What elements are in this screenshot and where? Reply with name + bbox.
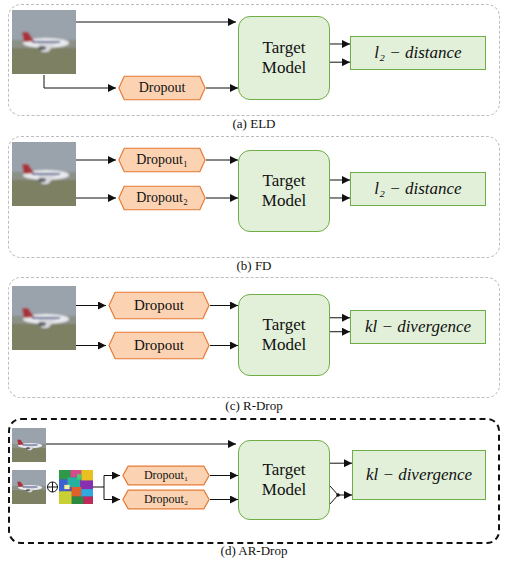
panel-frame: (d) AR-DropDropout₁Dropout₂Target Modelk…	[8, 418, 500, 544]
dropout-label: Dropout	[134, 337, 184, 354]
loss-box: l₂ − distance	[350, 36, 486, 70]
connector	[210, 305, 238, 306]
dropout-hexagon: Dropout₂	[122, 490, 210, 509]
loss-box: kl − divergence	[350, 310, 486, 344]
panel-caption: (d) AR-Drop	[10, 543, 498, 558]
input-arrow	[44, 75, 116, 88]
input-arrow	[104, 499, 120, 500]
model-label: Target Model	[262, 171, 306, 210]
model-box: Target Model	[238, 294, 330, 376]
dropout-label: Dropout₁	[136, 152, 188, 168]
dropout-label: Dropout₁	[144, 469, 188, 483]
connector	[330, 317, 350, 318]
connector	[330, 43, 350, 44]
dropout-hexagon: Dropout	[118, 76, 206, 100]
model-box: Target Model	[238, 16, 330, 100]
loss-label: l₂ − distance	[374, 43, 461, 63]
input-image	[8, 282, 80, 354]
input-image	[8, 138, 80, 210]
model-box: Target Model	[238, 150, 330, 232]
input-image	[8, 6, 80, 78]
model-box: Target Model	[238, 440, 330, 520]
dropout-label: Dropout₂	[136, 190, 188, 206]
input-arrow	[76, 345, 106, 346]
connector	[330, 180, 350, 181]
dropout-label: Dropout	[139, 80, 186, 96]
input-image	[10, 468, 48, 506]
input-arrow	[76, 160, 116, 161]
noise-image	[59, 470, 93, 504]
input-arrow	[76, 22, 236, 23]
panel-caption: (c) R-Drop	[9, 398, 499, 413]
dropout-hexagon: Dropout₁	[122, 466, 210, 485]
dropout-hexagon: Dropout	[108, 292, 210, 319]
panel-frame: (a) ELDDropoutTarget Modell₂ − distance	[8, 4, 500, 116]
panel-caption: (b) FD	[9, 258, 499, 273]
connector	[330, 197, 350, 198]
loss-label: kl − divergence	[366, 465, 472, 485]
model-label: Target Model	[262, 460, 306, 499]
dropout-hexagon: Dropout₁	[118, 148, 206, 172]
connector	[330, 331, 350, 332]
connector	[206, 88, 238, 89]
connector	[206, 160, 238, 161]
panel-caption: (a) ELD	[9, 116, 499, 131]
loss-box: l₂ − distance	[350, 172, 486, 206]
dropout-hexagon: Dropout	[108, 332, 210, 359]
input-image	[10, 426, 48, 464]
loss-label: kl − divergence	[365, 317, 471, 337]
connector	[330, 62, 350, 63]
loss-box: kl − divergence	[352, 450, 486, 500]
model-label: Target Model	[262, 315, 306, 354]
loss-label: l₂ − distance	[374, 179, 461, 199]
connector	[210, 499, 238, 500]
connector	[210, 475, 238, 476]
dropout-label: Dropout₂	[144, 493, 188, 507]
add-symbol	[48, 482, 58, 492]
input-arrow	[76, 305, 106, 306]
panel-frame: (b) FDDropout₁Dropout₂Target Modell₂ − d…	[8, 136, 500, 258]
connector	[206, 198, 238, 199]
input-arrow	[93, 476, 120, 500]
dropout-label: Dropout	[134, 297, 184, 314]
connector	[330, 486, 352, 504]
model-label: Target Model	[262, 38, 306, 77]
input-arrow	[46, 444, 236, 445]
panel-frame: (c) R-DropDropoutDropoutTarget Modelkl −…	[8, 277, 500, 398]
input-arrow	[76, 198, 116, 199]
connector	[210, 345, 238, 346]
connector	[330, 463, 352, 464]
dropout-hexagon: Dropout₂	[118, 186, 206, 210]
